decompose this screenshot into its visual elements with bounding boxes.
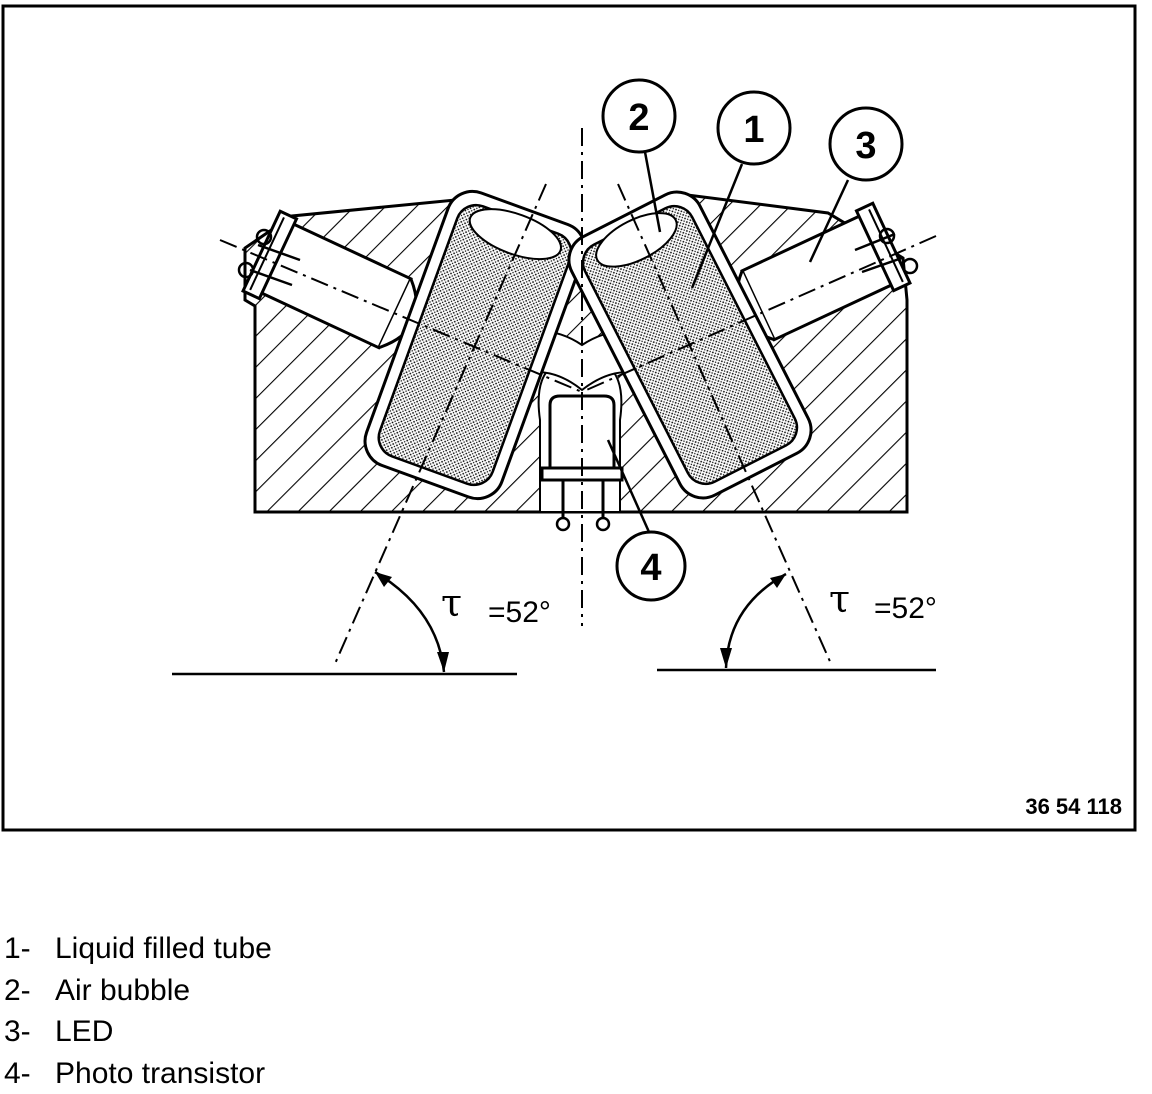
callout-3-label: 3 — [855, 125, 876, 167]
legend-number: 1- — [4, 928, 55, 970]
callout-1: 1 — [718, 92, 790, 164]
callout-4: 4 — [617, 532, 685, 600]
legend-text: Air bubble — [55, 974, 190, 1007]
figure-number: 36 54 118 — [1025, 794, 1122, 819]
sensor-diagram: 2 1 3 4 τ =52° τ =52° 36 54 118 — [0, 0, 1152, 840]
legend-text: Photo transistor — [55, 1057, 265, 1090]
angle-right-value: =52° — [874, 592, 937, 625]
callout-1-label: 1 — [743, 109, 764, 151]
angle-left-symbol: τ — [441, 581, 462, 625]
callout-2: 2 — [603, 80, 675, 152]
angle-arrowheads — [375, 572, 786, 672]
callout-2-label: 2 — [628, 97, 649, 139]
legend-number: 3- — [4, 1011, 55, 1053]
angle-right-symbol: τ — [829, 577, 850, 621]
angle-indicators — [172, 572, 936, 674]
legend-text: Liquid filled tube — [55, 932, 272, 965]
angle-left-value: =52° — [488, 596, 551, 629]
legend-text: LED — [55, 1015, 113, 1048]
legend-item: 1-Liquid filled tube — [4, 928, 272, 970]
callout-3: 3 — [830, 108, 902, 180]
legend-item: 2-Air bubble — [4, 970, 272, 1012]
legend: 1-Liquid filled tube 2-Air bubble 3-LED … — [4, 928, 272, 1094]
legend-item: 3-LED — [4, 1011, 272, 1053]
legend-number: 2- — [4, 970, 55, 1012]
callout-4-label: 4 — [640, 547, 661, 589]
